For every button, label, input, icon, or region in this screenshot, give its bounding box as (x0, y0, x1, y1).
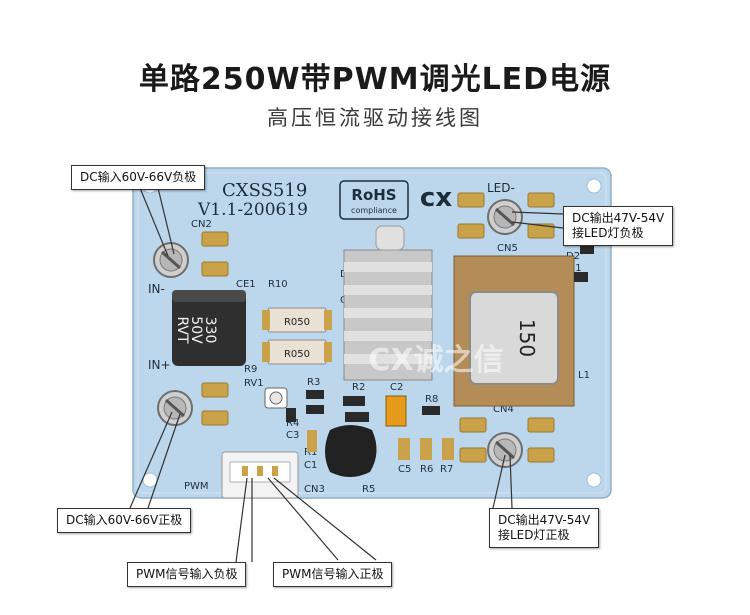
rohs-text: RoHS (351, 186, 396, 204)
capacitor-line-1: 330 (202, 317, 218, 344)
silk-r10: R10 (268, 279, 288, 290)
inductor-value: 150 (515, 319, 539, 357)
silk-c3: C3 (286, 430, 299, 441)
callout-pwm-input-negative-text: PWM信号输入负极 (136, 567, 238, 581)
silk-in-minus: IN- (148, 282, 165, 296)
callout-dc-output-negative-line1: DC输出47V-54V (572, 211, 665, 225)
screw-terminal-in-pos (157, 390, 193, 426)
brand-logo: cx (420, 183, 452, 213)
shunt-resistor: R050 (262, 339, 332, 365)
callout-pwm-input-negative: PWM信号输入负极 (127, 562, 247, 587)
silk-pwm: PWM (184, 481, 209, 492)
pwm-connector (221, 451, 299, 499)
silk-r6: R6 (420, 464, 433, 475)
mount-hole (586, 472, 602, 488)
callout-dc-output-positive: DC输出47V-54V 接LED灯正极 (489, 508, 600, 548)
silk-r5: R5 (362, 484, 375, 495)
silk-cn2: CN2 (191, 219, 212, 230)
capacitor-line-3: RVT (174, 316, 190, 344)
silk-r7: R7 (440, 464, 453, 475)
silk-cn3: CN3 (304, 484, 325, 495)
smd-components (264, 244, 594, 477)
silk-r4: R4 (286, 418, 299, 429)
silk-cn4: CN4 (493, 404, 514, 415)
rohs-logo (339, 180, 409, 220)
page-subtitle: 高压恒流驱动接线图 (267, 106, 483, 130)
silk-led-minus: LED- (487, 181, 515, 195)
silk-l1: L1 (578, 370, 590, 381)
callout-dc-output-negative: DC输出47V-54V 接LED灯负极 (563, 206, 674, 246)
screw-terminal-led-pos (487, 432, 523, 468)
screw-terminal-led-neg (487, 199, 523, 235)
callout-dc-input-negative: DC输入60V-66V负极 (71, 165, 206, 190)
capacitor-line-2: 50V (188, 316, 204, 344)
silk-r9: R9 (244, 364, 257, 375)
callout-dc-output-negative-line2: 接LED灯负极 (572, 226, 644, 240)
callout-pwm-input-positive: PWM信号输入正极 (273, 562, 393, 587)
silk-in-plus: IN+ (148, 358, 171, 372)
silk-r2: R2 (352, 382, 365, 393)
inductor: 150 (453, 255, 575, 407)
page-title: 单路250W带PWM调光LED电源 (138, 62, 612, 97)
mount-hole (142, 472, 158, 488)
terminal-pads (201, 192, 555, 463)
board-version: V1.1-200619 (197, 200, 308, 220)
callout-dc-input-positive-text: DC输入60V-66V正极 (66, 513, 183, 527)
leader-lines (129, 187, 564, 563)
callout-dc-input-negative-text: DC输入60V-66V负极 (80, 170, 197, 184)
silk-r8: R8 (425, 394, 438, 405)
callout-dc-input-positive: DC输入60V-66V正极 (57, 508, 192, 533)
electrolytic-capacitor: 330 50V RVT (172, 290, 246, 366)
silk-c5: C5 (398, 464, 411, 475)
heatsink (343, 225, 433, 381)
silk-cn5: CN5 (497, 243, 518, 254)
callout-pwm-input-positive-text: PWM信号输入正极 (282, 567, 384, 581)
shunt-resistor-label: R050 (284, 349, 310, 360)
callout-dc-output-positive-line1: DC输出47V-54V (498, 513, 591, 527)
silk-rv1: RV1 (244, 378, 264, 389)
rohs-subtext: compliance (351, 206, 397, 215)
screw-terminal-in-neg (153, 242, 189, 278)
mount-hole (586, 178, 602, 194)
board-model: CXSS519 (222, 180, 307, 201)
silk-c1: C1 (304, 460, 317, 471)
shunt-resistor: R050 (262, 307, 332, 333)
silk-ce1: CE1 (236, 279, 256, 290)
shunt-resistor-label: R050 (284, 317, 310, 328)
silk-r3: R3 (307, 377, 320, 388)
silk-r1: R1 (304, 447, 317, 458)
silk-c2: C2 (390, 382, 403, 393)
brand-watermark: CX诚之信 (368, 343, 503, 378)
callout-dc-output-positive-line2: 接LED灯正极 (498, 528, 570, 542)
